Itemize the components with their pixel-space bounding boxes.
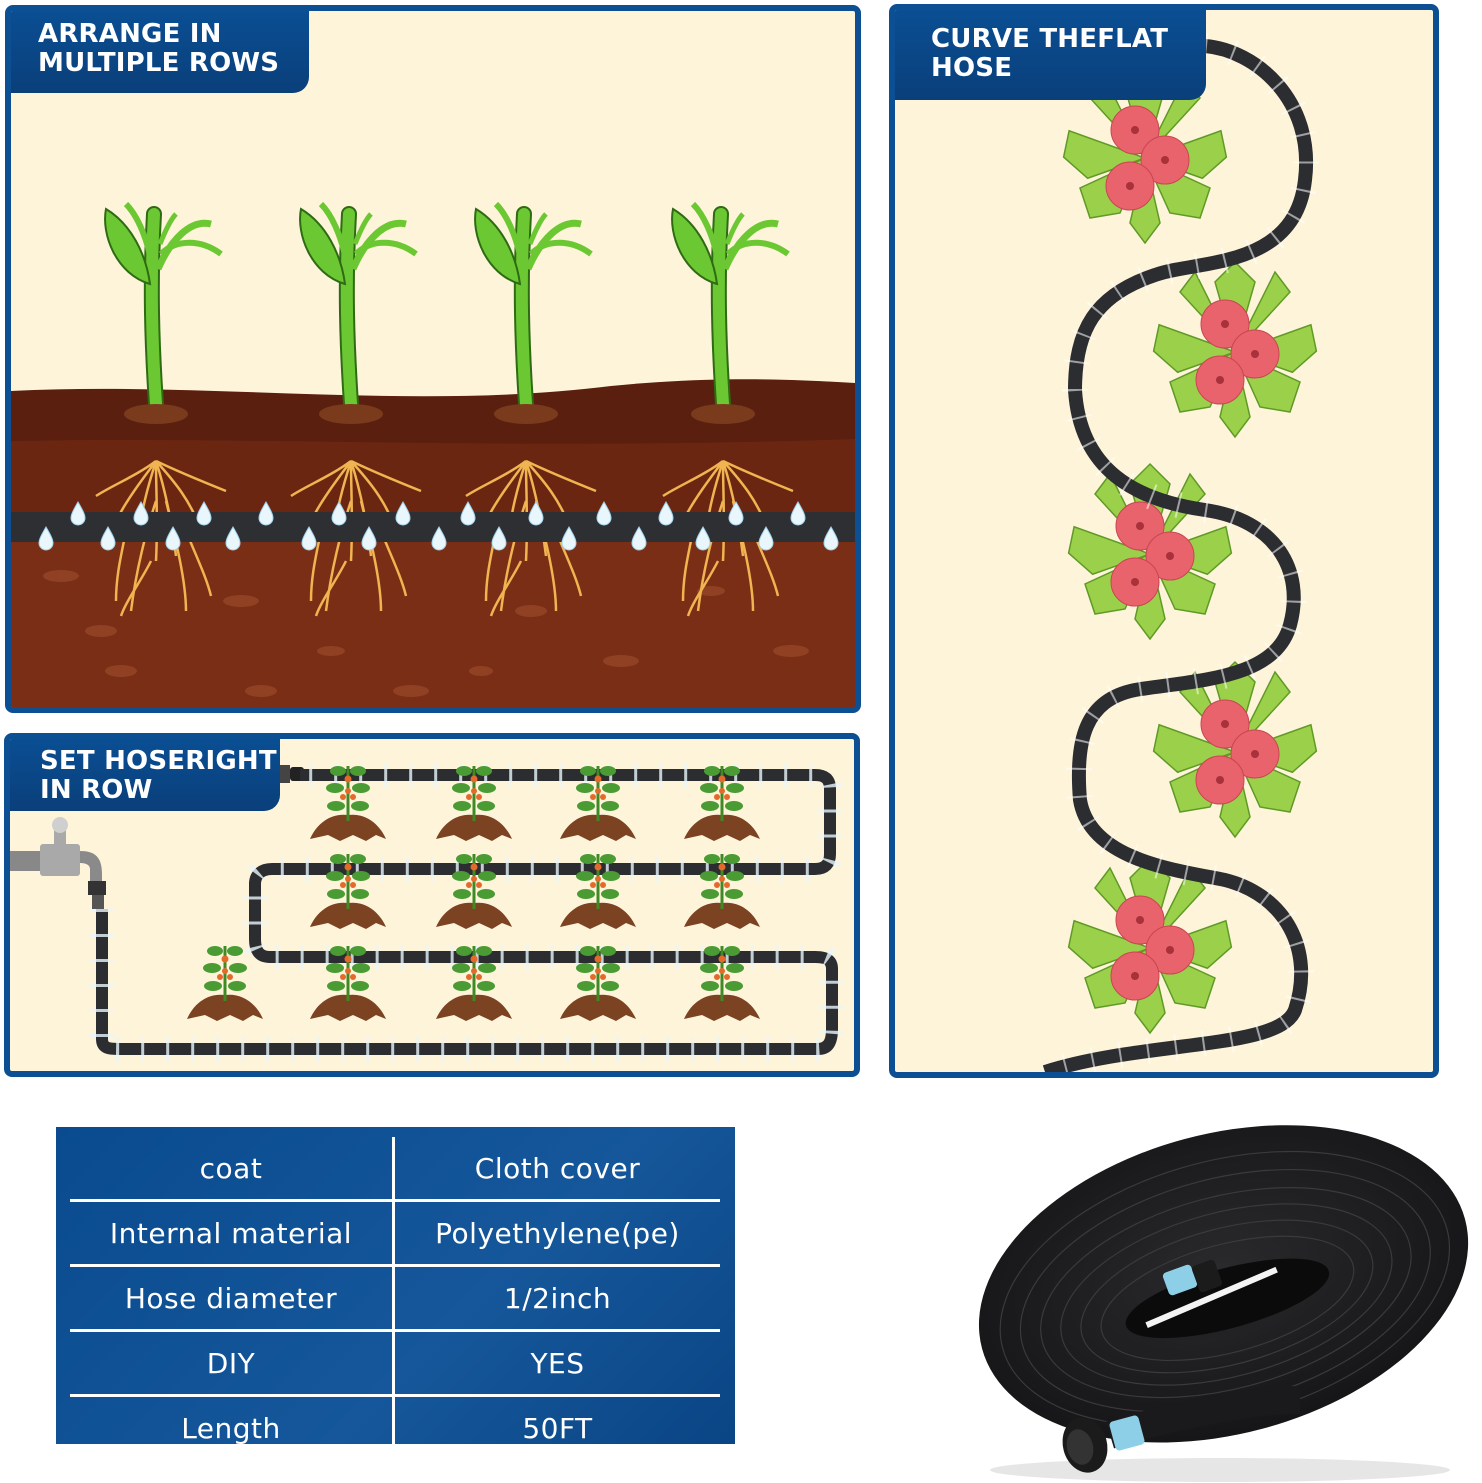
title-line-2: MULTIPLE ROWS [38, 48, 280, 78]
title-line-2: HOSE [931, 53, 1013, 83]
hose-underground [11, 512, 855, 542]
spec-value: YES [393, 1329, 720, 1396]
panel-curve-flat-hose: CURVE THEFLAT HOSE [889, 4, 1439, 1078]
spec-key: Hose diameter [70, 1264, 395, 1331]
spec-value: 50FT [393, 1394, 720, 1459]
underground-drip-illustration [11, 11, 855, 707]
panel-title-tag: ARRANGE IN MULTIPLE ROWS [11, 11, 309, 93]
panel-title-tag: SET HOSERIGHT IN ROW [10, 739, 280, 811]
spec-key: Length [70, 1394, 395, 1459]
spec-value: 1/2inch [393, 1264, 720, 1331]
table-row: coat Cloth cover [70, 1137, 720, 1201]
flower-icon [1148, 261, 1322, 438]
spec-value: Polyethylene(pe) [393, 1199, 720, 1266]
coiled-hose-product-image [940, 1100, 1482, 1483]
row-hose-illustration [10, 763, 844, 1061]
spec-key: DIY [70, 1329, 395, 1396]
panel-arrange-multiple-rows: ARRANGE IN MULTIPLE ROWS [5, 5, 861, 713]
title-line-1: ARRANGE IN [38, 19, 222, 49]
panel-set-hose-in-row: SET HOSERIGHT IN ROW [4, 733, 860, 1077]
spec-value: Cloth cover [474, 1151, 641, 1185]
panel-title-tag: CURVE THEFLAT HOSE [895, 10, 1206, 100]
spec-key: coat [70, 1137, 395, 1201]
curved-hose-illustration [1041, 33, 1322, 1072]
curved-hose [1042, 39, 1314, 1072]
faucet-icon [10, 817, 106, 909]
title-line-1: SET HOSERIGHT [40, 746, 277, 776]
title-line-1: CURVE THEFLAT [931, 24, 1169, 54]
spec-key: Internal material [70, 1199, 395, 1266]
title-line-2: IN ROW [40, 775, 153, 805]
